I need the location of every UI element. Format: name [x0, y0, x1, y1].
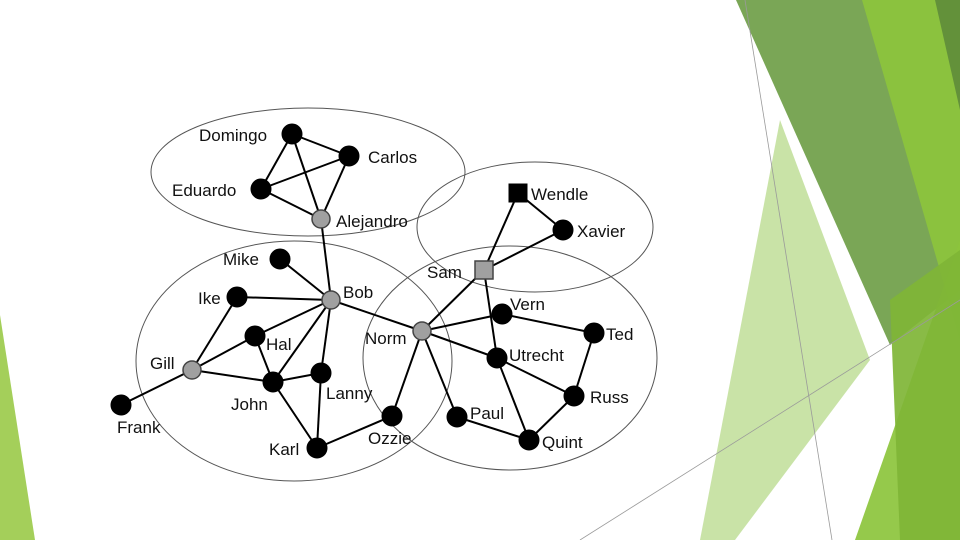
node-mike: [270, 249, 290, 269]
edge-gill-frank: [121, 370, 192, 405]
node-label-vern: Vern: [510, 295, 545, 314]
node-russ: [564, 386, 584, 406]
edge-norm-utrecht: [422, 331, 497, 358]
node-eduardo: [251, 179, 271, 199]
green-left-sliver: [0, 315, 35, 540]
node-label-lanny: Lanny: [326, 384, 373, 403]
node-label-norm: Norm: [365, 329, 407, 348]
node-ike: [227, 287, 247, 307]
node-lanny: [311, 363, 331, 383]
node-carlos: [339, 146, 359, 166]
node-hal: [245, 326, 265, 346]
edge-lanny-karl: [317, 373, 321, 448]
node-label-mike: Mike: [223, 250, 259, 269]
node-vern: [492, 304, 512, 324]
node-label-alejandro: Alejandro: [336, 212, 408, 231]
edge-norm-paul: [422, 331, 457, 417]
edge-gill-john: [192, 370, 273, 382]
node-ozzie: [382, 406, 402, 426]
edge-utrecht-quint: [497, 358, 529, 440]
node-label-eduardo: Eduardo: [172, 181, 236, 200]
edge-ike-bob: [237, 297, 331, 300]
edge-alejandro-bob: [321, 219, 331, 300]
node-alejandro: [312, 210, 330, 228]
node-gill: [183, 361, 201, 379]
node-label-paul: Paul: [470, 404, 504, 423]
node-utrecht: [487, 348, 507, 368]
edge-wendle-sam: [484, 193, 518, 270]
node-bob: [322, 291, 340, 309]
node-label-quint: Quint: [542, 433, 583, 452]
node-label-domingo: Domingo: [199, 126, 267, 145]
node-quint: [519, 430, 539, 450]
node-sam: [475, 261, 493, 279]
node-label-ted: Ted: [606, 325, 633, 344]
green-shape-5: [890, 250, 960, 540]
node-label-ozzie: Ozzie: [368, 429, 411, 448]
node-norm: [413, 322, 431, 340]
edge-bob-hal: [255, 300, 331, 336]
node-label-sam: Sam: [427, 263, 462, 282]
node-label-hal: Hal: [266, 335, 292, 354]
edge-vern-ted: [502, 314, 594, 333]
node-label-xavier: Xavier: [577, 222, 626, 241]
node-john: [263, 372, 283, 392]
node-domingo: [282, 124, 302, 144]
node-paul: [447, 407, 467, 427]
node-frank: [111, 395, 131, 415]
edge-bob-norm: [331, 300, 422, 331]
node-label-russ: Russ: [590, 388, 629, 407]
node-label-wendle: Wendle: [531, 185, 588, 204]
node-label-gill: Gill: [150, 354, 175, 373]
node-wendle: [509, 184, 527, 202]
node-label-carlos: Carlos: [368, 148, 417, 167]
edge-norm-vern: [422, 314, 502, 331]
node-label-ike: Ike: [198, 289, 221, 308]
node-label-utrecht: Utrecht: [509, 346, 564, 365]
node-label-frank: Frank: [117, 418, 161, 437]
edge-john-karl: [273, 382, 317, 448]
node-karl: [307, 438, 327, 458]
node-label-john: John: [231, 395, 268, 414]
node-ted: [584, 323, 604, 343]
node-xavier: [553, 220, 573, 240]
node-label-bob: Bob: [343, 283, 373, 302]
node-label-karl: Karl: [269, 440, 299, 459]
